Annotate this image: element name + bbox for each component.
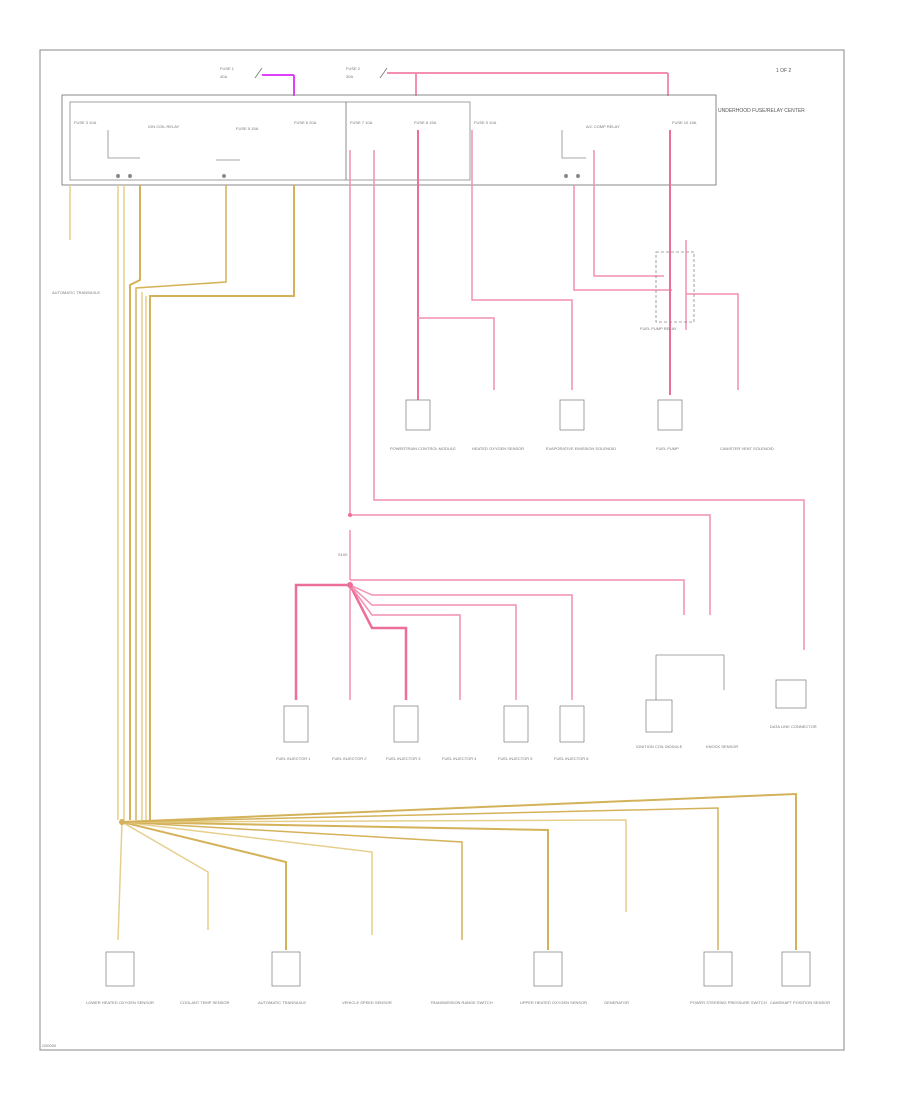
bottom-component-3-label: AUTOMATIC TRANSAXLE: [258, 1000, 306, 1005]
fuse-cell-6: FUSE 8 15A: [414, 120, 437, 125]
mid-component-4-label: FUEL PUMP: [656, 446, 679, 451]
tan-wire-bundle: [117, 185, 797, 950]
fuel-injector-2: FUEL INJECTOR 2: [332, 756, 367, 761]
fuse-cell-8: A/C COMP RELAY: [586, 124, 620, 129]
mid-component-1: POWERTRAIN CONTROL MODULE: [390, 399, 456, 451]
bottom-component-4-label: VEHICLE SPEED SENSOR: [342, 1000, 392, 1005]
injector-4-label: FUEL INJECTOR 4: [442, 756, 477, 761]
fuel-pump-relay-box: [655, 251, 695, 323]
right-component-1: IGNITION COIL MODULE: [636, 699, 683, 749]
bottom-component-3: AUTOMATIC TRANSAXLE: [258, 951, 306, 1005]
mid-component-2-label: HEATED OXYGEN SENSOR: [472, 446, 524, 451]
bottom-component-5: TRANSMISSION RANGE SWITCH: [430, 1000, 493, 1005]
relay-label: FUEL PUMP RELAY: [640, 326, 677, 331]
bottom-component-1-label: LOWER HEATED OXYGEN SENSOR: [86, 1000, 154, 1005]
fuse-cell-7: FUSE 9 10A: [474, 120, 497, 125]
bottom-component-9-label: CAMSHAFT POSITION SENSOR: [770, 1000, 830, 1005]
injector-feed: [294, 513, 725, 700]
page-border: [39, 49, 845, 1051]
injector-5-label: FUEL INJECTOR 5: [498, 756, 533, 761]
bottom-component-7-label: GENERATOR: [604, 1000, 629, 1005]
fuel-injector-3: FUEL INJECTOR 3: [386, 705, 421, 761]
fuse-cell-3: FUSE 5 15A: [236, 126, 259, 131]
injector-3-label: FUEL INJECTOR 3: [386, 756, 421, 761]
fuse-relay-block: UNDERHOOD FUSE/RELAY CENTER FUSE 3 10A I…: [61, 94, 805, 186]
bottom-component-6-label: UPPER HEATED OXYGEN SENSOR: [520, 1000, 587, 1005]
bottom-component-8-label: POWER STEERING PRESSURE SWITCH: [690, 1000, 767, 1005]
injector-6-label: FUEL INJECTOR 6: [554, 756, 589, 761]
bottom-component-4: VEHICLE SPEED SENSOR: [342, 1000, 392, 1005]
top-fuse-1-name: FUSE 1: [220, 66, 235, 71]
fuse-cell-9: FUSE 10 15A: [672, 120, 697, 125]
injector-1-label: FUEL INJECTOR 1: [276, 756, 311, 761]
fuse-cell-2: IGN COIL RELAY: [148, 124, 180, 129]
right-component-1-label: IGNITION COIL MODULE: [636, 744, 683, 749]
fuse-cell-1: FUSE 3 10A: [74, 120, 97, 125]
fuse-cell-5: FUSE 7 10A: [350, 120, 373, 125]
top-fuse-1-sub: 40A: [220, 74, 227, 79]
top-fuse-2-sub: 30A: [346, 74, 353, 79]
fuel-injector-1: FUEL INJECTOR 1: [276, 705, 311, 761]
pink-wiring-upper: FUEL PUMP RELAY S100: [338, 130, 805, 650]
bottom-component-6: UPPER HEATED OXYGEN SENSOR: [520, 951, 587, 1005]
bottom-component-2-label: COOLANT TEMP SENSOR: [180, 1000, 229, 1005]
fuel-injector-6: FUEL INJECTOR 6: [554, 705, 589, 761]
right-component-3: DATA LINK CONNECTOR: [770, 679, 817, 729]
fuel-injector-5: FUEL INJECTOR 5: [498, 705, 533, 761]
bottom-component-7: GENERATOR: [604, 1000, 629, 1005]
bottom-component-8: POWER STEERING PRESSURE SWITCH: [690, 951, 767, 1005]
mid-component-2: HEATED OXYGEN SENSOR: [472, 446, 524, 451]
fuse-block-label: UNDERHOOD FUSE/RELAY CENTER: [718, 108, 805, 114]
bottom-component-5-label: TRANSMISSION RANGE SWITCH: [430, 1000, 493, 1005]
top-fuse-2: FUSE 2 30A: [346, 66, 669, 96]
bottom-component-9: CAMSHAFT POSITION SENSOR: [770, 951, 830, 1005]
mid-component-1-label: POWERTRAIN CONTROL MODULE: [390, 446, 456, 451]
mid-component-5: CANISTER VENT SOLENOID: [720, 446, 774, 451]
mid-component-5-label: CANISTER VENT SOLENOID: [720, 446, 774, 451]
bottom-component-1: LOWER HEATED OXYGEN SENSOR: [86, 951, 154, 1005]
right-component-2: KNOCK SENSOR: [706, 744, 738, 749]
footer-code: G00000: [42, 1043, 57, 1048]
splice-label: S100: [338, 552, 348, 557]
right-component-2-label: KNOCK SENSOR: [706, 744, 738, 749]
top-fuse-1: FUSE 1 40A: [220, 66, 295, 96]
right-component-3-label: DATA LINK CONNECTOR: [770, 724, 817, 729]
bottom-component-2: COOLANT TEMP SENSOR: [180, 1000, 229, 1005]
fuel-injector-4: FUEL INJECTOR 4: [442, 756, 477, 761]
top-fuse-2-name: FUSE 2: [346, 66, 361, 71]
fuse-cell-4: FUSE 6 20A: [294, 120, 317, 125]
injector-2-label: FUEL INJECTOR 2: [332, 756, 367, 761]
mid-component-4: FUEL PUMP: [656, 399, 683, 451]
mid-component-3-label: EVAPORATIVE EMISSION SOLENOID: [546, 446, 616, 451]
left-component-label: AUTOMATIC TRANSAXLE: [52, 290, 100, 295]
mid-component-3: EVAPORATIVE EMISSION SOLENOID: [546, 399, 616, 451]
corner-label: 1 OF 2: [776, 68, 792, 74]
